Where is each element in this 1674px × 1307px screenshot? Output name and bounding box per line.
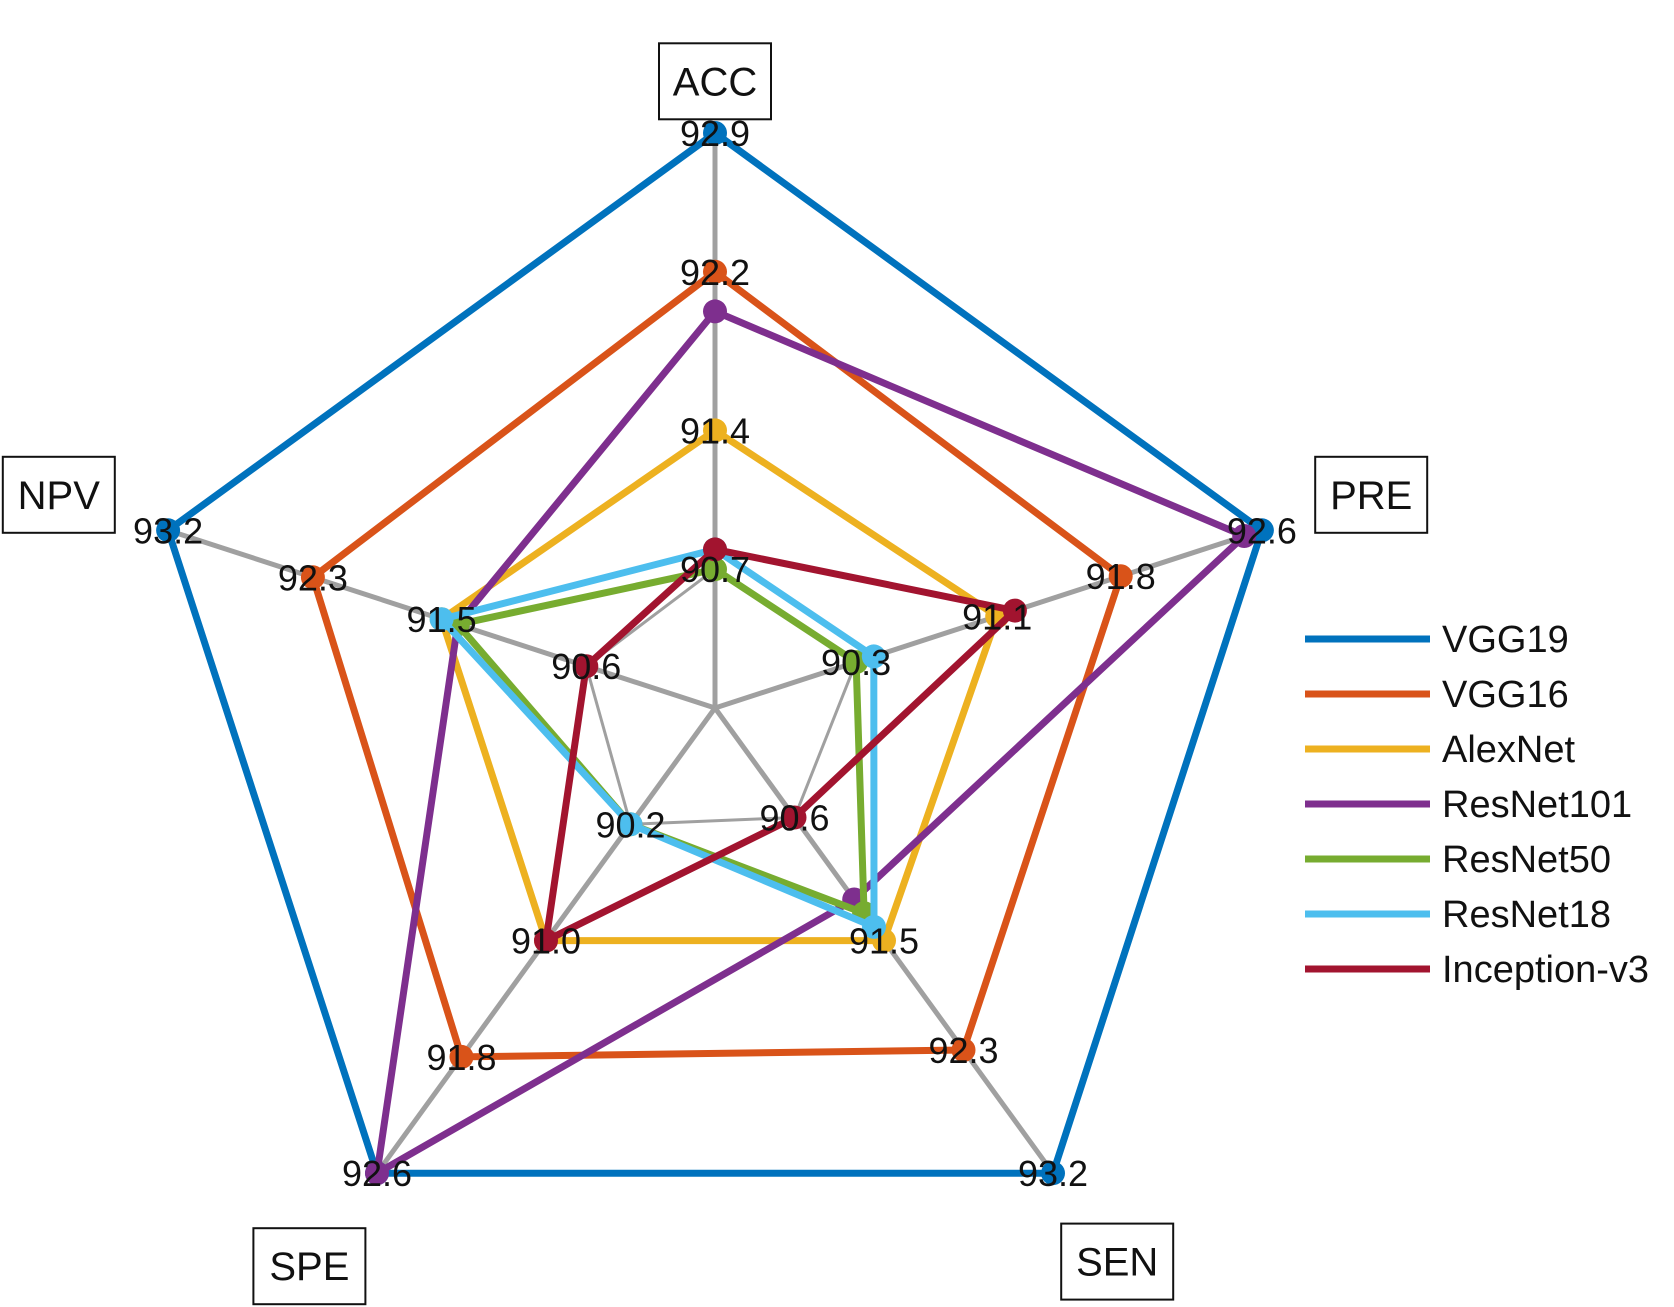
point-alexnet-acc — [703, 418, 727, 443]
tick-label-spe-2: 91.0 — [511, 921, 581, 962]
tick-label-pre-3: 91.8 — [1086, 556, 1156, 597]
legend-label: Inception-v3 — [1442, 949, 1649, 991]
point-vgg16-npv — [300, 565, 325, 590]
radar-axis-titles: ACC PRE SEN SPE NPV — [1, 42, 1429, 1306]
point-resnet18-npv — [429, 607, 454, 632]
tick-label-spe-4: 92.6 — [342, 1153, 412, 1194]
series-line-resnet101 — [372, 307, 1251, 1180]
point-resnet101-acc — [703, 299, 727, 324]
tick-label-pre-4: 92.6 — [1227, 510, 1297, 551]
axis-title-text: ACC — [673, 60, 757, 104]
point-inception-v3-sen — [782, 805, 807, 830]
radar-series — [156, 121, 1274, 1186]
legend-item-vgg16: VGG16 — [1305, 674, 1569, 716]
point-inception-v3-npv — [574, 654, 599, 679]
series-line-resnet50 — [451, 565, 868, 919]
legend-item-inception-v3: Inception-v3 — [1305, 949, 1649, 991]
axis-title-text: SPE — [269, 1245, 349, 1289]
series-line-vgg16 — [308, 267, 1125, 1061]
axis-title-pre: PRE — [1314, 455, 1429, 534]
legend-label: VGG16 — [1442, 674, 1569, 716]
tick-label-acc-1: 90.7 — [680, 549, 750, 590]
tick-label-pre-1: 90.3 — [821, 642, 891, 683]
legend-label: ResNet50 — [1442, 839, 1611, 881]
axis-title-sen: SEN — [1060, 1222, 1175, 1301]
legend: VGG19VGG16AlexNetResNet101ResNet50ResNet… — [1305, 619, 1649, 991]
grid-ring-1 — [584, 567, 858, 826]
axis-title-spe: SPE — [252, 1227, 367, 1306]
legend-label: VGG19 — [1442, 619, 1569, 661]
axis-title-text: NPV — [18, 474, 101, 518]
legend-item-vgg19: VGG19 — [1305, 619, 1569, 661]
point-vgg16-sen — [951, 1038, 976, 1062]
tick-label-npv-1: 90.6 — [551, 646, 621, 687]
axis-title-box — [1, 455, 116, 534]
point-resnet50-acc — [703, 557, 727, 582]
tick-label-sen-3: 92.3 — [928, 1030, 998, 1071]
axis-title-box — [1314, 455, 1429, 534]
axis-title-box — [1060, 1222, 1175, 1301]
legend-label: ResNet18 — [1442, 894, 1611, 936]
point-inception-v3-pre — [1002, 598, 1027, 623]
axis-title-npv: NPV — [1, 455, 116, 534]
tick-label-acc-3: 92.2 — [680, 252, 750, 293]
tick-label-acc-2: 91.4 — [680, 410, 750, 451]
tick-label-sen-4: 93.2 — [1018, 1153, 1088, 1194]
axis-title-text: PRE — [1330, 474, 1412, 518]
axis-title-box — [658, 42, 772, 121]
series-line-inception-v3 — [541, 545, 1023, 947]
point-inception-v3-spe — [534, 928, 558, 953]
axis-title-box — [252, 1227, 367, 1306]
point-vgg16-acc — [703, 259, 727, 284]
legend-item-resnet18: ResNet18 — [1305, 894, 1611, 936]
tick-label-sen-2: 91.5 — [849, 921, 919, 962]
point-resnet18-sen — [862, 914, 886, 939]
tick-label-sen-1: 90.6 — [759, 798, 829, 839]
point-inception-v3-acc — [703, 537, 727, 562]
tick-label-npv-3: 92.3 — [278, 557, 348, 598]
series-line-resnet18 — [435, 545, 878, 933]
point-vgg19-sen — [1041, 1161, 1065, 1186]
axis-title-text: SEN — [1076, 1241, 1158, 1285]
point-vgg16-pre — [1108, 564, 1133, 589]
point-vgg16-spe — [449, 1044, 474, 1069]
point-vgg19-acc — [703, 121, 727, 145]
legend-label: AlexNet — [1442, 729, 1575, 771]
series-line-vgg19 — [163, 128, 1267, 1177]
legend-item-resnet101: ResNet101 — [1305, 784, 1632, 826]
axis-title-acc: ACC — [658, 42, 772, 121]
point-resnet101-pre — [1232, 524, 1257, 548]
legend-label: ResNet101 — [1442, 784, 1632, 826]
point-resnet18-pre — [861, 644, 886, 669]
point-resnet18-spe — [618, 812, 643, 837]
point-resnet101-spe — [365, 1161, 389, 1186]
legend-item-alexnet: AlexNet — [1305, 729, 1575, 771]
tick-label-spe-3: 91.8 — [426, 1037, 496, 1078]
tick-label-pre-2: 91.1 — [962, 596, 1032, 637]
point-vgg19-npv — [156, 518, 181, 543]
tick-label-spe-1: 90.2 — [595, 804, 665, 845]
legend-item-resnet50: ResNet50 — [1305, 839, 1611, 881]
tick-label-npv-2: 91.5 — [407, 599, 477, 640]
tick-label-npv-4: 93.2 — [133, 510, 203, 551]
